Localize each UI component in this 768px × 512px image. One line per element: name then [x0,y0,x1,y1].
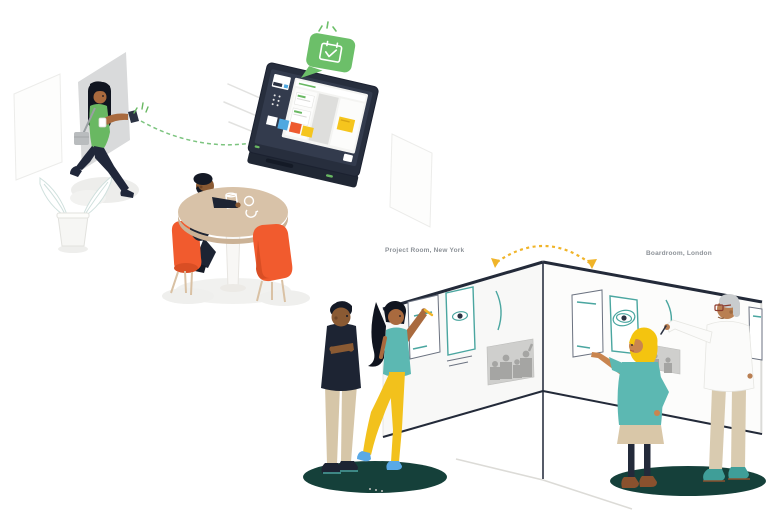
boot [621,477,639,488]
face [388,309,404,325]
signal-sparkles-icon [133,102,149,114]
wall-panel-right [389,133,433,228]
phone [128,110,139,123]
shoulder-bag [74,132,89,145]
calendar-check-icon [318,40,343,63]
chip-orange [288,121,302,134]
eye-icon [451,311,469,321]
dot-grid-icon [271,94,281,107]
skirt [617,425,664,444]
reaching-arm [666,319,713,344]
arm-with-phone [104,113,128,125]
notification-bubble [300,33,356,78]
shoe [120,188,134,198]
room-label-right: Boardroom, London [646,250,712,257]
sync-arrow [491,244,597,269]
white-shirt [703,320,755,392]
bubble-sparkles-icon [318,21,337,32]
walking-woman-scene [13,52,261,253]
man-arms-crossed [321,301,361,474]
older-man-drawing [660,294,755,482]
akimbo-arm [650,368,669,415]
chip-yellow [300,125,314,138]
potted-plant [39,174,113,253]
team-new-york [303,300,447,493]
blonde-woman-pointing [591,327,669,488]
shoe-blue [357,451,371,462]
table-top [178,187,288,237]
tv-scene [223,21,433,228]
shoe-blue [386,461,402,470]
wall-panel-white [13,73,63,181]
face [331,307,351,327]
chip-blue [277,118,290,131]
pants-front-leg [94,146,129,193]
yellow-pants [389,372,405,462]
team-london [591,294,766,496]
eye-icon [612,309,636,327]
wireframes-left [407,286,535,386]
cup [98,117,107,128]
hair [193,173,213,185]
walking-woman [70,81,149,198]
table-scene [162,173,310,306]
teal-top [617,362,663,425]
pen [660,325,667,335]
room-label-left: Project Room, New York [385,247,465,254]
pants-back-leg [75,146,98,170]
woman-drawing [357,300,434,470]
boot [639,476,657,487]
face [93,90,107,104]
whiteboard-room-scene [303,244,766,510]
share-dashed-line [140,120,261,146]
smart-tv [247,62,379,188]
glasses-icon [714,304,724,312]
raised-arm [402,311,427,342]
chair-right [252,224,293,303]
video-call-panel [486,338,535,386]
shoe [70,166,82,177]
chip-white [265,115,278,127]
arm-on-table [212,197,238,208]
teal-top [383,327,411,377]
marker-pen [423,308,434,317]
